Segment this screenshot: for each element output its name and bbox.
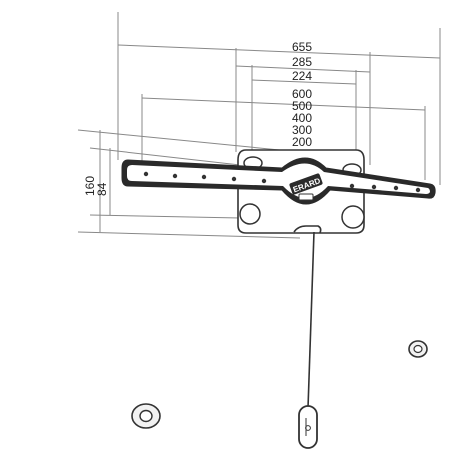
cord-line <box>307 231 315 409</box>
washer-right-inner <box>413 344 423 354</box>
dim-ext-84-bottom <box>89 214 241 219</box>
dim-line-224 <box>251 79 357 85</box>
width-dimensions <box>117 12 441 185</box>
width-label-285: 285 <box>292 55 312 69</box>
bracket-hook <box>293 225 322 234</box>
arm-hole <box>415 187 421 193</box>
cord-handle-mark <box>305 425 311 431</box>
washer-left <box>131 403 161 429</box>
arm-hole <box>371 184 377 190</box>
dim-line-285 <box>235 65 371 73</box>
arm-hole <box>231 176 237 182</box>
arm-hole <box>143 171 149 177</box>
width-labels: 655 285 224 600 500 400 300 200 <box>292 40 312 149</box>
dim-line-600 <box>141 97 426 111</box>
height-label-84: 84 <box>95 182 109 196</box>
arm-hole <box>393 185 399 191</box>
arm-holes <box>143 171 421 193</box>
width-label-400: 400 <box>292 111 312 125</box>
dim-ext-160-bottom <box>77 231 301 239</box>
bracket-arm-inner <box>127 163 430 198</box>
height-label-160: 160 <box>83 176 97 196</box>
plate-hole-bottom-right <box>341 205 365 229</box>
arm-hole <box>172 173 178 179</box>
dim-ext-160-top <box>77 129 301 153</box>
dim-ext-84-top <box>89 147 241 166</box>
washer-left-inner <box>139 409 153 423</box>
height-dimensions <box>77 129 301 239</box>
brand-badge <box>289 173 323 195</box>
width-label-200: 200 <box>292 135 312 149</box>
arm-hole <box>261 178 267 184</box>
mount-bracket: ERARD <box>121 149 436 234</box>
badge-slot <box>298 193 314 201</box>
pull-cord <box>298 231 318 449</box>
washer-right <box>408 340 428 358</box>
arm-hole <box>201 174 207 180</box>
width-label-300: 300 <box>292 123 312 137</box>
plate-hole-bottom-left <box>239 203 261 225</box>
width-label-600: 600 <box>292 87 312 101</box>
width-label-500: 500 <box>292 99 312 113</box>
width-label-655: 655 <box>292 40 312 54</box>
dim-line-655 <box>117 44 441 59</box>
cord-handle <box>298 405 318 449</box>
width-label-224: 224 <box>292 69 312 83</box>
arm-hole <box>349 183 355 189</box>
